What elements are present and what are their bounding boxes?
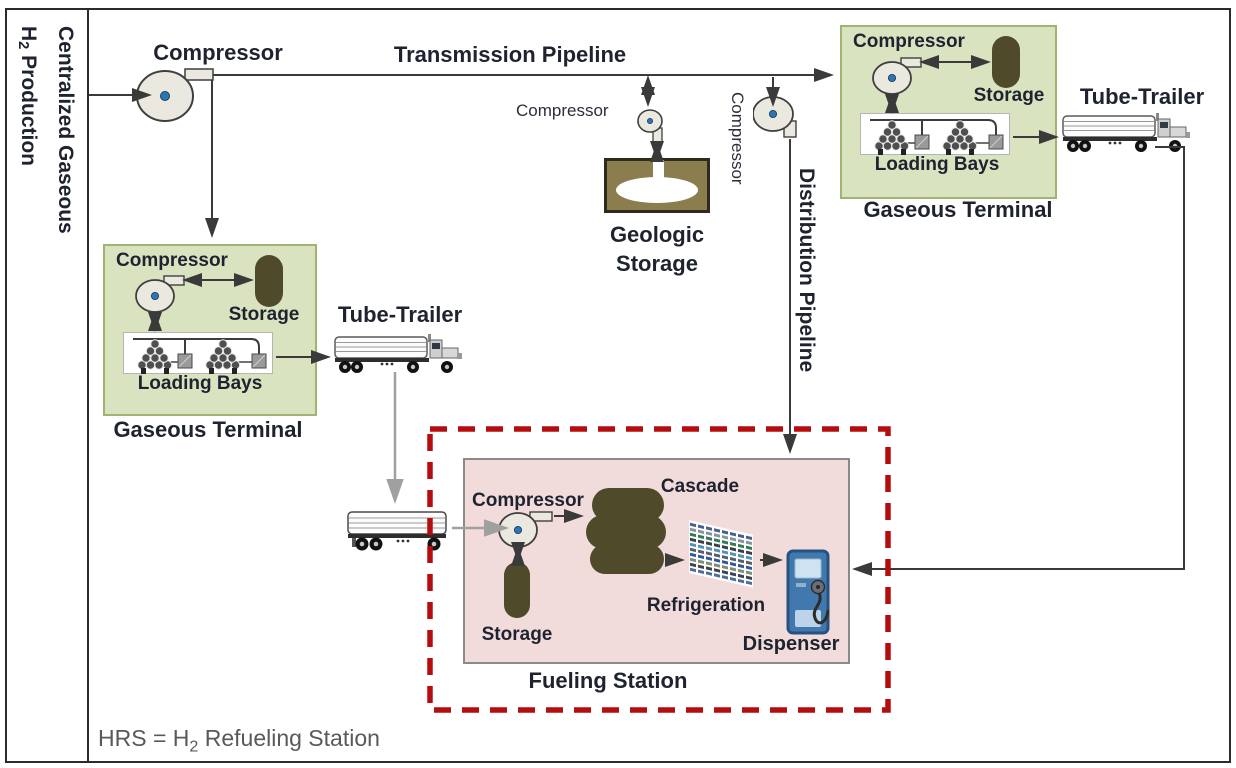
production-panel-divider	[87, 8, 89, 761]
loading-bays-icon	[860, 113, 1010, 155]
distribution-compressor-label: Compressor	[728, 92, 747, 185]
geologic-compressor-label: Compressor	[516, 101, 609, 120]
compressor-icon	[135, 275, 185, 313]
production-label: Centralized Gaseous H2 Production	[10, 26, 84, 362]
dispenser-label: Dispenser	[742, 633, 840, 655]
storage-tank-icon	[504, 562, 530, 618]
tube-trailer-label: Tube-Trailer	[1079, 84, 1205, 109]
compressor-icon	[872, 57, 922, 95]
refrigeration-icon	[689, 520, 753, 588]
production-label-line2: H2 Production	[14, 26, 40, 167]
geologic-cavern-ellipse	[616, 177, 698, 203]
footnote: HRS = H2 Refueling Station	[98, 725, 380, 756]
dispenser-icon	[786, 549, 830, 635]
loading-bays-icon	[123, 332, 273, 374]
geologic-storage-icon	[604, 158, 710, 213]
loading-bays-label: Loading Bays	[137, 373, 263, 394]
terminal-title: Gaseous Terminal	[113, 417, 303, 442]
storage-tank-icon	[255, 255, 283, 307]
cascade-icon	[586, 488, 666, 574]
compressor-icon	[753, 96, 797, 138]
diagram-frame	[5, 8, 1231, 763]
storage-tank-icon	[992, 36, 1020, 88]
compressor-icon	[637, 109, 663, 144]
delivery-trailer-icon	[347, 511, 447, 551]
loading-bays-label: Loading Bays	[874, 154, 1000, 175]
compressor-icon	[136, 68, 214, 122]
production-compressor-label: Compressor	[153, 40, 283, 65]
terminal-compressor-label: Compressor	[116, 250, 228, 271]
distribution-pipeline-label: Distribution Pipeline	[795, 168, 818, 373]
transmission-pipeline-label: Transmission Pipeline	[393, 42, 627, 67]
tube-trailer-icon	[1062, 113, 1190, 152]
tube-trailer-label: Tube-Trailer	[337, 302, 463, 327]
terminal-title: Gaseous Terminal	[863, 197, 1053, 222]
geologic-storage-label: Geologic Storage	[609, 222, 705, 276]
geologic-well-stub	[653, 160, 664, 182]
storage-label: Storage	[973, 85, 1045, 106]
compressor-icon	[498, 511, 553, 548]
refrigeration-label: Refrigeration	[646, 595, 766, 616]
terminal-compressor-label: Compressor	[853, 31, 965, 52]
fueling-station-title: Fueling Station	[528, 668, 688, 693]
storage-label: Storage	[228, 304, 300, 325]
tube-trailer-icon	[334, 334, 462, 373]
production-label-line1: Centralized Gaseous	[54, 26, 77, 234]
storage-label: Storage	[481, 624, 553, 645]
